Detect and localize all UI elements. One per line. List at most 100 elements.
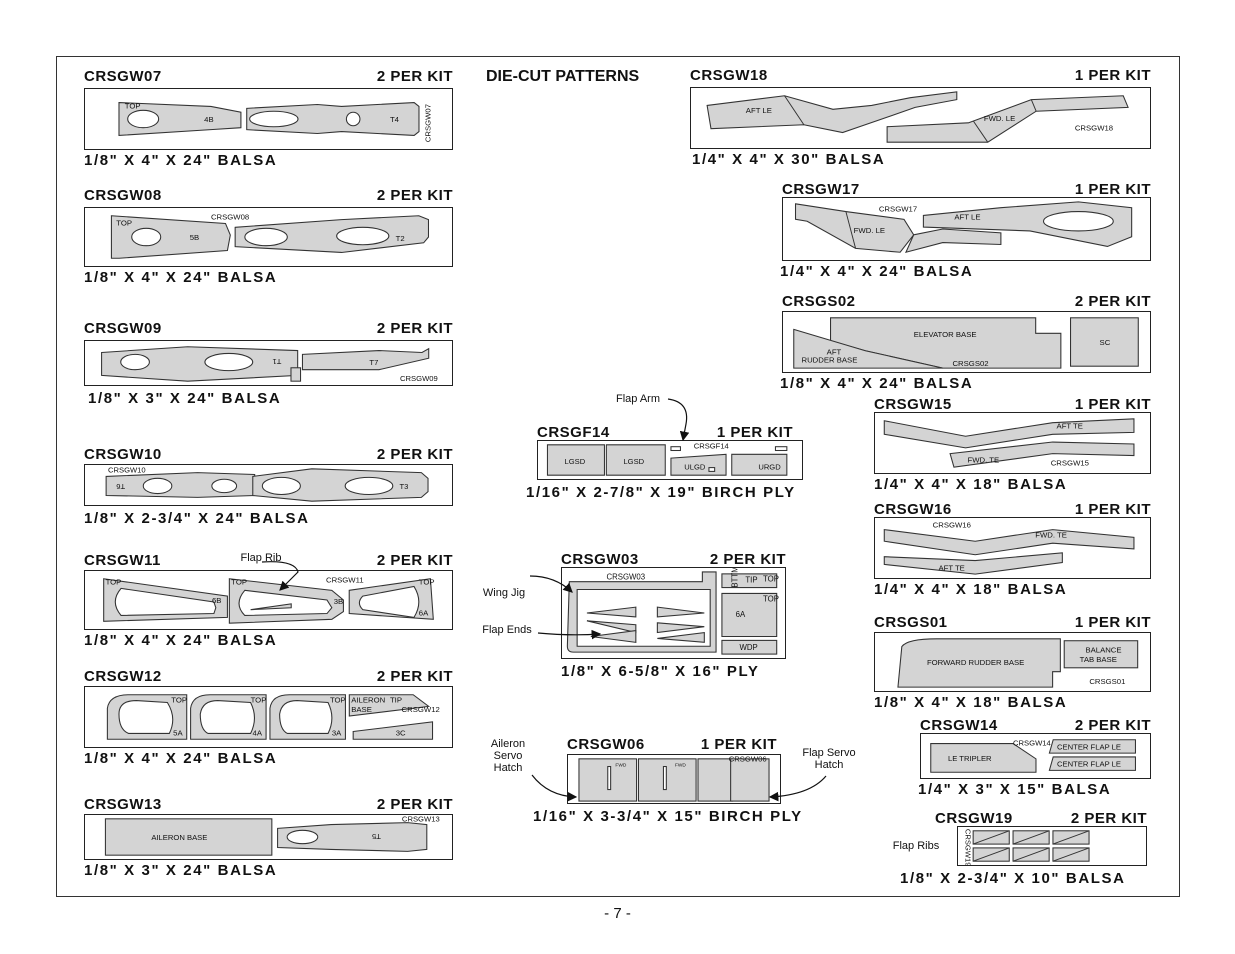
material-spec: 1/8" X 4" X 18" BALSA [874, 694, 1068, 711]
part-outlines: TOP 4B T4 CRSGW07 [118, 101, 433, 142]
part-label: FORWARD RUDDER BASE [927, 658, 1024, 667]
part-label: BASE [351, 705, 372, 714]
callout-line: Hatch [814, 759, 844, 771]
per-kit-label: 2 PER KIT [376, 552, 453, 569]
part-label: 3A [332, 728, 342, 737]
part-outlines: TOP 5A TOP 4A TOP 3A AILERON TIP BASE CR… [106, 694, 440, 740]
material-spec: 1/16" X 3-3/4" X 15" BIRCH PLY [533, 808, 803, 825]
sheet-name: CRSGF14 [537, 424, 610, 441]
part-label: LGSD [623, 457, 644, 466]
part-label: AFT TE [1057, 421, 1083, 430]
part-label: CRSGW14 [1013, 738, 1052, 747]
part-label: SC [1100, 338, 1111, 347]
material-spec: 1/8" X 4" X 24" BALSA [84, 632, 278, 649]
material-spec: 1/8" X 4" X 24" BALSA [780, 375, 974, 392]
part-label: 6A [419, 608, 429, 617]
sheet-crsgf14: CRSGF14 1 PER KIT LGSD LGSD CRSGF14 ULGD … [526, 424, 803, 504]
part-label: CRSGW18 [1075, 124, 1113, 133]
part-label: TOP [171, 695, 187, 704]
die-cut-sheet: CRSGW17 AFT LE FWD. LE [782, 197, 1151, 261]
page-title: DIE-CUT PATTERNS [486, 68, 640, 85]
material-spec: 1/4" X 4" X 30" BALSA [692, 151, 886, 168]
material-spec: 1/4" X 4" X 18" BALSA [874, 476, 1068, 493]
part-outlines: AFT LE FWD. LE CRSGW18 [706, 91, 1129, 143]
die-cut-sheet: CRSGW10 T6 T3 [84, 464, 453, 506]
sheet-name: CRSGW18 [690, 67, 768, 84]
material-spec: 1/8" X 3" X 24" BALSA [88, 390, 282, 407]
part-outlines: LE TRIPLER CRSGW14 CENTER FLAP LE CENTER… [930, 738, 1136, 773]
per-kit-label: 2 PER KIT [1074, 717, 1151, 734]
part-label: TOP [763, 575, 779, 584]
per-kit-label: 2 PER KIT [376, 446, 453, 463]
part-outlines: TOP 6B TOP CRSGW11 3B TOP 6A [103, 576, 435, 624]
page-number: - 7 - [604, 905, 631, 922]
sheet-name: CRSGW11 [84, 552, 161, 569]
per-kit-label: 1 PER KIT [1074, 501, 1151, 518]
flap-rib-callout: Flap Rib [240, 552, 282, 564]
part-label: CRSGW08 [211, 213, 249, 222]
part-label: CRSGS02 [952, 359, 988, 368]
part-label: FWD [675, 763, 686, 769]
sheet-crsgw10: CRSGW10 2 PER KIT CRSGW10 T6 T3 1/8" X 2-… [84, 446, 453, 530]
sheet-name: CRSGW08 [84, 187, 162, 204]
part-label: AFT [827, 348, 842, 357]
sheet-name: CRSGW16 [874, 501, 952, 518]
part-label: ULGD [684, 463, 706, 472]
part-label: 5B [190, 233, 199, 242]
part-label: 4B [204, 115, 213, 124]
sheet-name: CRSGW10 [84, 446, 162, 463]
part-label: CRSGW16 [933, 521, 971, 530]
part-label: FWD. LE [854, 226, 885, 235]
part-label: T7 [369, 358, 378, 367]
part-label: LGSD [565, 457, 586, 466]
part-label: FWD [615, 763, 626, 769]
die-cut-sheet: CRSGW06 FWD FWD [567, 754, 781, 804]
page-border [56, 56, 1180, 897]
per-kit-label: 1 PER KIT [1074, 396, 1151, 413]
die-cut-sheet: T1 T7 CRSGW09 [84, 340, 453, 386]
part-label: TOP [330, 695, 346, 704]
part-label: CRSGW10 [108, 466, 146, 475]
die-cut-sheet: LGSD LGSD CRSGF14 ULGD URGD [537, 440, 803, 480]
part-label: 4A [253, 728, 263, 737]
part-label: LE TRIPLER [948, 754, 992, 763]
part-outlines: AILERON BASE CRSGW13 T5 [104, 815, 440, 856]
per-kit-label: 1 PER KIT [716, 424, 793, 441]
flap-arm-callout: Flap Arm [615, 393, 660, 405]
aileron-servo-hatch-callout: Aileron Servo Hatch [482, 738, 534, 774]
part-label: TIP [390, 695, 402, 704]
material-spec: 1/4" X 3" X 15" BALSA [918, 781, 1112, 798]
part-label: T3 [399, 482, 408, 491]
die-cut-sheet: TOP 6B TOP CRSGW11 3B TOP 6A [84, 570, 453, 630]
callout-line: Aileron [490, 738, 526, 750]
per-kit-label: 1 PER KIT [1074, 181, 1151, 198]
part-label: FWD. TE [1035, 530, 1067, 539]
part-label: T1 [272, 357, 281, 366]
per-kit-label: 1 PER KIT [700, 736, 777, 753]
part-label: 6A [736, 610, 746, 619]
per-kit-label: 2 PER KIT [376, 668, 453, 685]
part-label: BALANCE [1085, 645, 1121, 654]
flap-servo-hatch-callout: Flap Servo Hatch [794, 747, 864, 771]
die-cut-sheet: TOP 5A TOP 4A TOP 3A AILERON TIP BASE CR… [84, 686, 453, 748]
part-label: 3B [334, 597, 343, 606]
part-label: FWD. LE [984, 114, 1015, 123]
part-outlines: LGSD LGSD CRSGF14 ULGD URGD [546, 442, 788, 476]
part-label: AILERON BASE [151, 833, 207, 842]
die-cut-sheet: CRSGW03 TIP BTTM TOP TOP 6A WDP [561, 567, 786, 659]
part-label: AFT LE [954, 212, 980, 221]
die-cut-sheet: CRSGW16 FWD. TE AFT TE [874, 517, 1151, 579]
material-spec: 1/8" X 2-3/4" X 24" BALSA [84, 510, 310, 527]
part-outlines: CRSGW03 TIP BTTM TOP TOP 6A WDP [566, 568, 779, 655]
part-outlines: CRSGW19 [964, 829, 1090, 865]
per-kit-label: 2 PER KIT [376, 320, 453, 337]
part-label: AFT TE [938, 563, 964, 572]
sheet-name: CRSGS01 [874, 614, 948, 631]
